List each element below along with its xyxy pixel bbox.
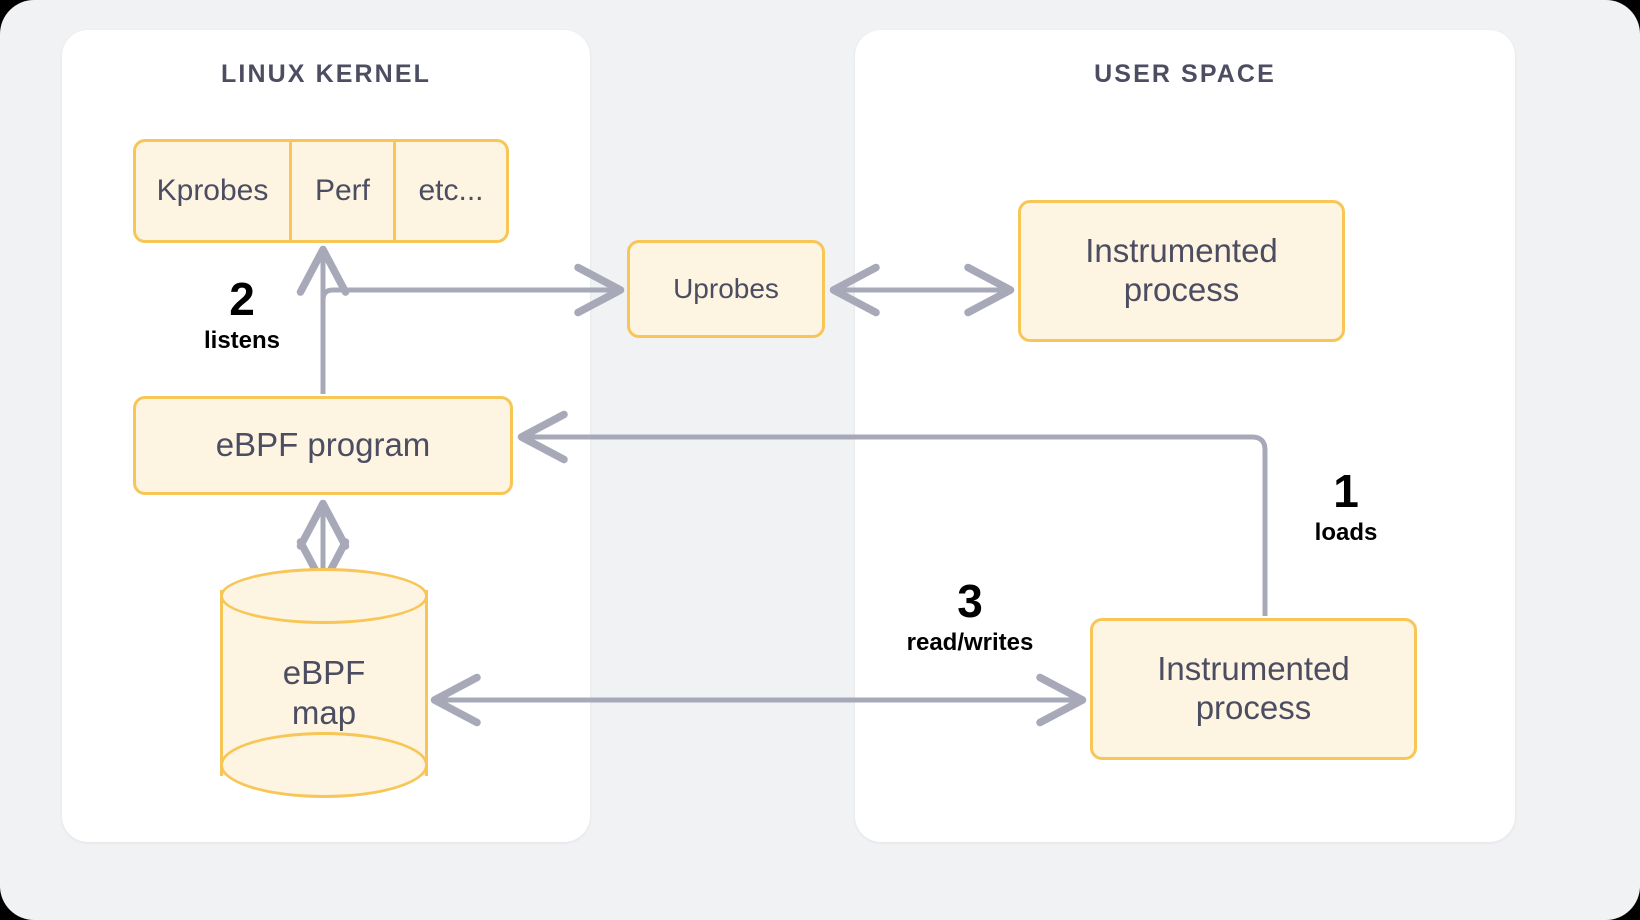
step-1-number: 1 [1333,465,1359,517]
node-uprobes[interactable]: Uprobes [627,240,825,338]
node-ebpf-map-label: eBPF map [220,628,428,758]
node-instrumented-process-top[interactable]: Instrumented process [1018,200,1345,342]
probe-cell-perf[interactable]: Perf [289,139,396,243]
node-instrumented-process-bottom[interactable]: Instrumented process [1090,618,1417,760]
probe-cell-etc[interactable]: etc... [393,139,509,243]
probe-cell-kprobes[interactable]: Kprobes [133,139,292,243]
probe-sources-strip: Kprobes Perf etc... [133,139,509,243]
step-2-label: listens [203,327,281,354]
node-ebpf-map-label-line2: map [291,694,357,731]
panel-title-linux-kernel: LINUX KERNEL [221,60,431,88]
node-instrumented-process-top-line1: Instrumented [1085,232,1278,270]
step-2-number: 2 [229,273,255,325]
panel-title-user-space: USER SPACE [1094,60,1276,88]
step-marker-1: 1 loads [1296,468,1396,546]
step-3-number: 3 [957,575,983,627]
cylinder-bottom-ellipse [220,732,428,798]
node-instrumented-process-bottom-line1: Instrumented [1157,650,1350,688]
node-instrumented-process-bottom-line2: process [1195,689,1312,726]
step-3-label: read/writes [906,629,1034,656]
step-1-label: loads [1314,519,1378,546]
cylinder-top-ellipse [220,568,428,624]
node-ebpf-map[interactable]: eBPF map [220,568,428,798]
node-ebpf-map-label-line1: eBPF [282,654,366,692]
step-marker-3: 3 read/writes [886,578,1054,656]
step-marker-2: 2 listens [192,276,292,354]
node-ebpf-program[interactable]: eBPF program [133,396,513,495]
node-instrumented-process-top-line2: process [1123,271,1240,308]
